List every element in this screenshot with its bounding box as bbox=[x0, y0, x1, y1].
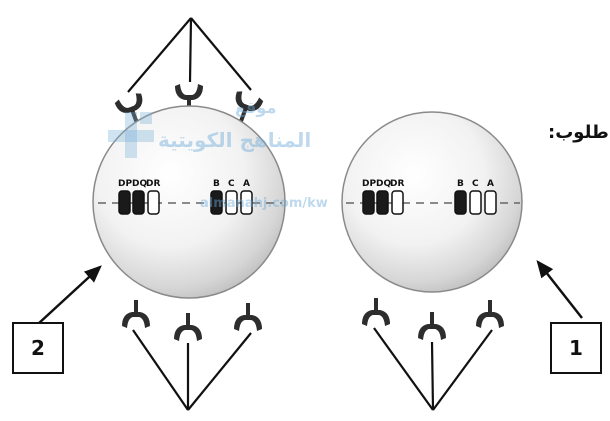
gene-label: B bbox=[457, 179, 464, 189]
cell-left: DP DQ DR B C A bbox=[38, 18, 285, 410]
receptor-icon bbox=[476, 300, 504, 328]
cell-right-bottom-lines bbox=[374, 328, 492, 410]
cell-left-gene-group-a bbox=[119, 191, 159, 214]
gene-label: DP bbox=[362, 179, 376, 189]
cell-right-gene-group-b bbox=[455, 191, 496, 214]
receptor-icon bbox=[362, 298, 390, 326]
gene-label: DR bbox=[146, 179, 160, 189]
watermark-line3: almanahj.com/kw bbox=[200, 196, 328, 211]
heading-fragment: طلوب: bbox=[548, 122, 609, 143]
watermark-line2: المناهج الكويتية bbox=[158, 128, 311, 152]
cell-left-top-lines bbox=[128, 18, 251, 92]
cell-right-pointer-arrow bbox=[538, 262, 582, 318]
cell-left-pointer-arrow bbox=[38, 267, 100, 324]
gene-label: C bbox=[228, 179, 235, 189]
cell-right: DP DQ DR B C A bbox=[342, 112, 582, 410]
gene-label: C bbox=[472, 179, 479, 189]
cell-left-bottom-receptors bbox=[122, 300, 262, 341]
gene-label: A bbox=[487, 179, 494, 189]
cell-left-number-box: 2 bbox=[12, 322, 64, 374]
receptor-icon bbox=[234, 303, 262, 331]
receptor-icon bbox=[122, 300, 150, 328]
gene-label: B bbox=[213, 179, 220, 189]
watermark-line1: موقع bbox=[235, 98, 276, 117]
cell-right-bottom-receptors bbox=[362, 298, 504, 340]
gene-label: DP bbox=[118, 179, 132, 189]
cell-right-gene-group-a bbox=[363, 191, 403, 214]
gene-label: DR bbox=[390, 179, 404, 189]
cell-left-bottom-lines bbox=[133, 330, 251, 410]
cell-right-number-box: 1 bbox=[550, 322, 602, 374]
gene-label: A bbox=[243, 179, 250, 189]
receptor-icon bbox=[418, 312, 446, 340]
receptor-icon bbox=[174, 313, 202, 341]
